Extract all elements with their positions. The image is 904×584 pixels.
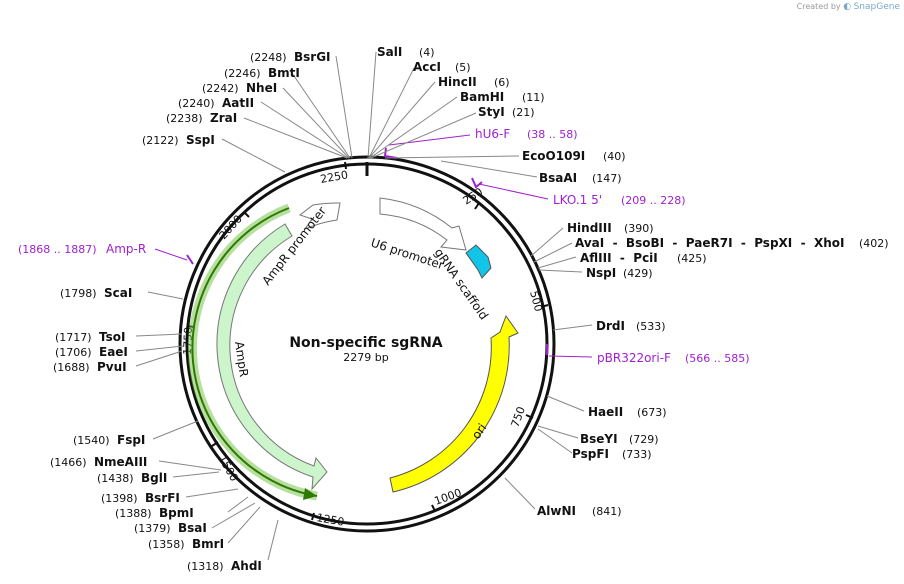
- site-position: (1706): [55, 346, 92, 359]
- site-name: ScaI: [104, 286, 132, 300]
- plasmid-name: Non-specific sgRNA: [289, 335, 442, 351]
- site-name: HindIII: [567, 221, 612, 235]
- site-name: HaeII: [588, 405, 623, 419]
- site-name: AlwNI: [537, 504, 576, 518]
- tick-label: 750: [509, 405, 528, 429]
- site-position: (5): [455, 61, 471, 74]
- site-name: BglI: [141, 471, 167, 485]
- site-name: BsaAI: [539, 171, 577, 185]
- site-position: (1688): [53, 361, 90, 374]
- primer-labels: hU6-F (38 .. 58) LKO.1 5' (209 .. 228) p…: [18, 127, 750, 365]
- site-name: DrdI: [596, 319, 625, 333]
- site-name: EcoO109I: [522, 149, 585, 163]
- site-position: (1398): [101, 492, 138, 505]
- feature-ampr[interactable]: AmpR: [187, 203, 328, 501]
- site-name: BsrFI: [145, 491, 180, 505]
- site-position: (4): [419, 46, 435, 59]
- tick-label: 2250: [319, 168, 349, 186]
- site-position: (147): [592, 172, 622, 185]
- site-name: BmtI: [268, 66, 300, 80]
- site-position: (1466): [50, 456, 87, 469]
- primer-range: (209 .. 228): [621, 194, 686, 207]
- site-name: NheI: [246, 81, 277, 95]
- feature-grna-scaffold[interactable]: gRNA scaffold: [432, 244, 492, 322]
- site-name: AccI: [413, 60, 441, 74]
- site-name: AvaI - BsoBI - PaeR7I - PspXI - XhoI: [575, 236, 844, 250]
- feature-ori[interactable]: ori: [389, 314, 519, 493]
- left-sites: (2248) BsrGI (2246) BmtI (2242) NheI (22…: [50, 50, 331, 573]
- primer-marks: [186, 147, 548, 355]
- site-position: (841): [592, 505, 622, 518]
- credit-brand: SnapGene: [853, 2, 900, 12]
- site-position: (673): [637, 406, 667, 419]
- site-name: HincII: [438, 75, 477, 89]
- site-name: AhdI: [231, 559, 262, 573]
- site-position: (6): [494, 76, 510, 89]
- site-position: (2248): [250, 51, 287, 64]
- snapgene-credit: Created by ◐ SnapGene: [797, 2, 900, 12]
- site-position: (1379): [134, 522, 171, 535]
- site-position: (21): [512, 106, 535, 119]
- site-name: BmrI: [192, 537, 224, 551]
- site-position: (390): [624, 222, 654, 235]
- primer-leaders: [154, 134, 593, 358]
- snapgene-logo-icon: ◐: [843, 2, 852, 12]
- site-position: (733): [622, 448, 652, 461]
- primer-name: Amp-R: [106, 242, 146, 256]
- primer-name: LKO.1 5': [553, 193, 602, 207]
- site-name: AatII: [222, 96, 254, 110]
- site-position: (2122): [142, 134, 179, 147]
- site-name: StyI: [478, 105, 505, 119]
- tick-label: 1250: [315, 511, 345, 529]
- site-name: TsoI: [99, 330, 125, 344]
- feature-label: AmpR: [232, 340, 251, 377]
- site-position: (729): [629, 433, 659, 446]
- site-position: (11): [522, 91, 545, 104]
- site-position: (2246): [224, 67, 261, 80]
- site-name: BsrGI: [294, 50, 331, 64]
- site-position: (40): [603, 150, 626, 163]
- primer-range: (566 .. 585): [685, 352, 750, 365]
- backbone-outer: [178, 155, 556, 533]
- plasmid-length: 2279 bp: [343, 351, 388, 364]
- site-name: BsaI: [178, 521, 207, 535]
- site-name: BseYI: [580, 432, 618, 446]
- site-name: SspI: [186, 133, 215, 147]
- site-name: AflIII - PciI: [580, 251, 658, 265]
- site-name: PspFI: [572, 447, 609, 461]
- site-position: (2238): [166, 112, 203, 125]
- site-position: (1438): [97, 472, 134, 485]
- primer-name: hU6-F: [475, 127, 510, 141]
- site-position: (429): [623, 267, 653, 280]
- site-position: (1318): [187, 560, 224, 573]
- tick-label: 500: [527, 289, 545, 313]
- right-sites: SalI (4) AccI (5) HincII (6) BamHI (11) …: [377, 45, 889, 518]
- credit-prefix: Created by: [796, 2, 841, 11]
- site-position: (1388): [115, 507, 152, 520]
- site-name: PvuI: [97, 360, 127, 374]
- site-position: (402): [859, 237, 889, 250]
- site-position: (2242): [202, 82, 239, 95]
- site-position: (1798): [60, 287, 97, 300]
- primer-range: (1868 .. 1887): [18, 243, 97, 256]
- site-name: BamHI: [460, 90, 504, 104]
- primer-range: (38 .. 58): [527, 128, 578, 141]
- site-name: SalI: [377, 45, 402, 59]
- site-name: FspI: [117, 433, 145, 447]
- site-name: EaeI: [99, 345, 128, 359]
- site-position: (425): [677, 252, 707, 265]
- site-position: (533): [636, 320, 666, 333]
- site-position: (2240): [178, 97, 215, 110]
- site-name: ZraI: [210, 111, 237, 125]
- site-name: NmeAIII: [94, 455, 147, 469]
- site-position: (1358): [148, 538, 185, 551]
- site-leaders: [135, 51, 593, 561]
- primer-name: pBR322ori-F: [597, 351, 671, 365]
- site-position: (1540): [73, 434, 110, 447]
- site-name: BpmI: [159, 506, 194, 520]
- site-position: (1717): [55, 331, 92, 344]
- site-name: NspI: [586, 266, 616, 280]
